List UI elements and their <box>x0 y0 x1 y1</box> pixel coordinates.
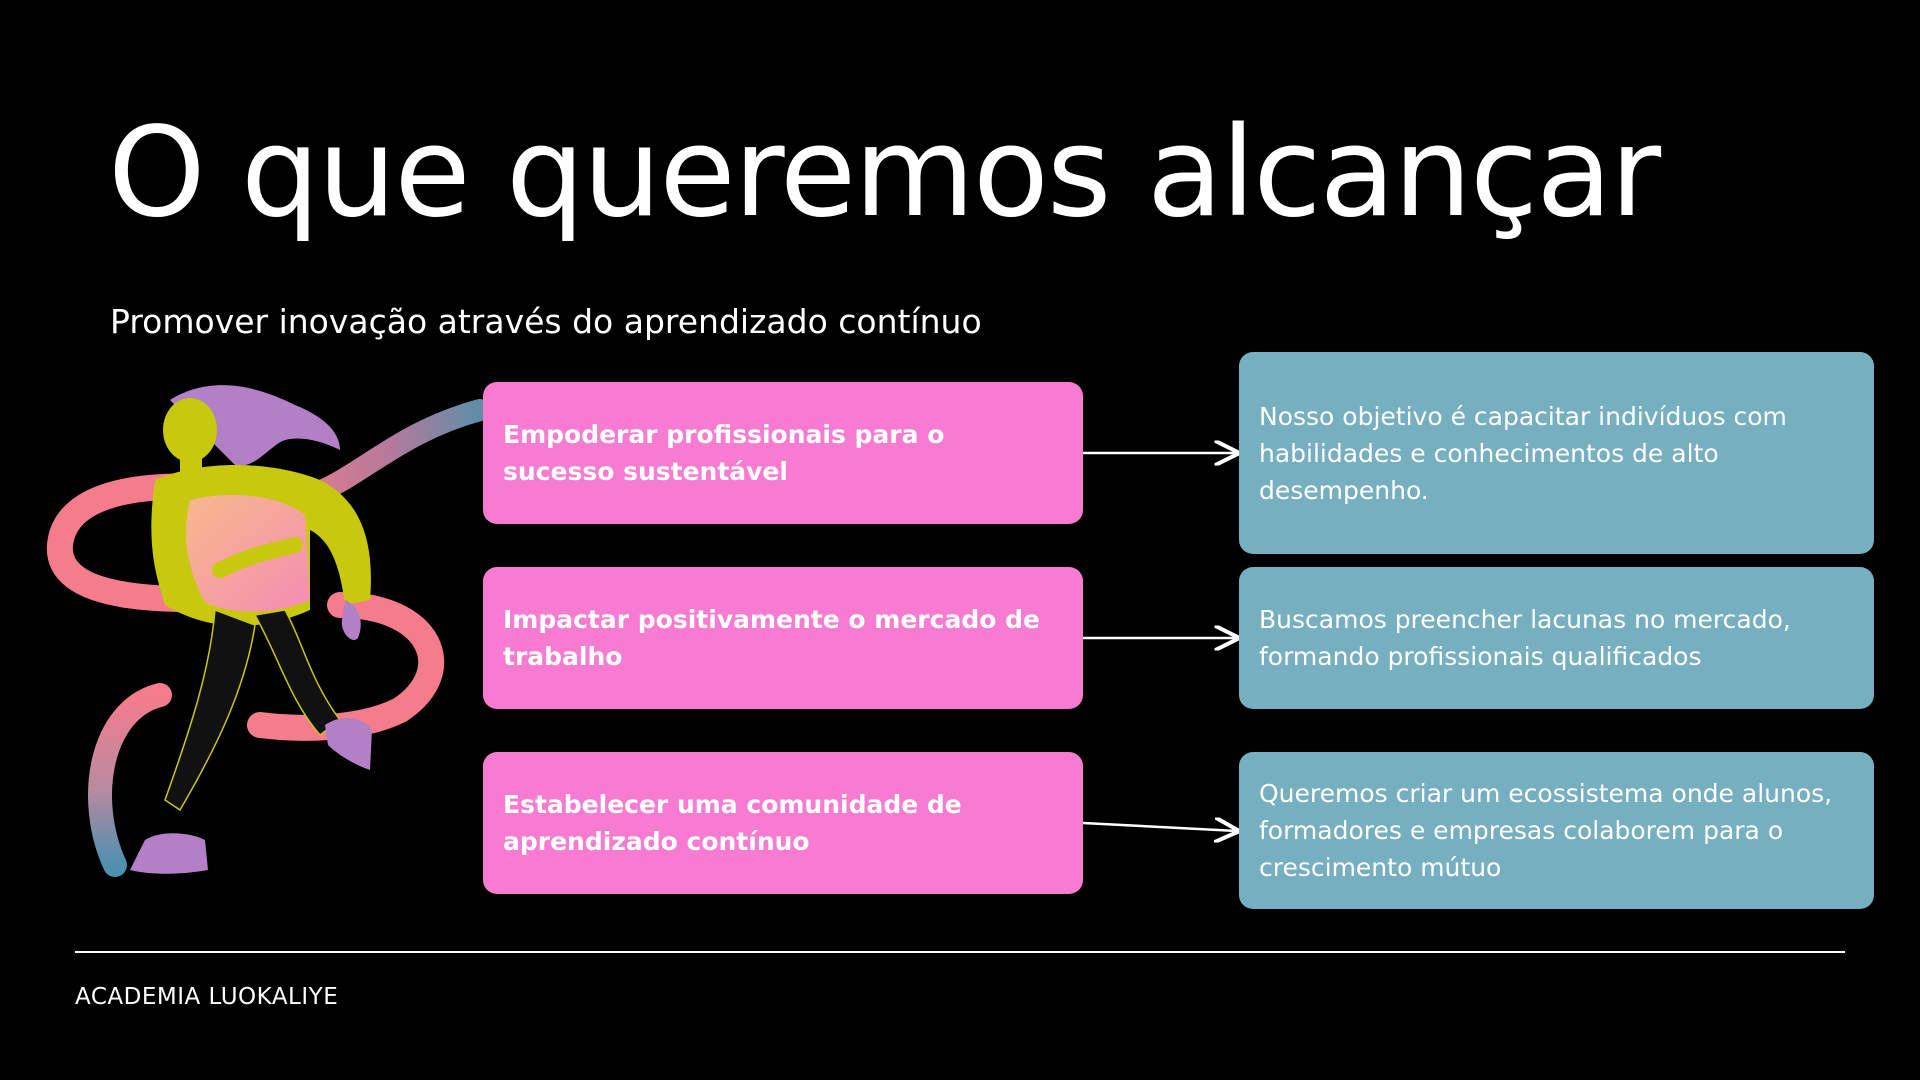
footer-divider <box>75 951 1845 953</box>
goal-box-2: Impactar positivamente o mercado de trab… <box>483 567 1083 709</box>
description-text-3: Queremos criar um ecossistema onde aluno… <box>1259 779 1833 882</box>
description-text-2: Buscamos preencher lacunas no mercado, f… <box>1259 605 1791 671</box>
woman-running-with-ribbon-illustration <box>46 385 491 877</box>
connector-arrow-3 <box>1082 823 1237 831</box>
description-box-3: Queremos criar um ecossistema onde aluno… <box>1239 752 1874 909</box>
goal-box-3: Estabelecer uma comunidade de aprendizad… <box>483 752 1083 894</box>
description-text-1: Nosso objetivo é capacitar indivíduos co… <box>1259 401 1787 505</box>
goal-text-1: Empoderar profissionais para o sucesso s… <box>503 420 945 486</box>
description-box-1: Nosso objetivo é capacitar indivíduos co… <box>1239 352 1874 554</box>
page-title: O que queremos alcançar <box>108 101 1661 245</box>
goal-box-1: Empoderar profissionais para o sucesso s… <box>483 382 1083 524</box>
footer-brand: ACADEMIA LUOKALIYE <box>75 984 339 1010</box>
description-box-2: Buscamos preencher lacunas no mercado, f… <box>1239 567 1874 709</box>
goal-text-3: Estabelecer uma comunidade de aprendizad… <box>503 790 962 856</box>
page-subtitle: Promover inovação através do aprendizado… <box>110 302 982 341</box>
goal-text-2: Impactar positivamente o mercado de trab… <box>503 605 1040 671</box>
